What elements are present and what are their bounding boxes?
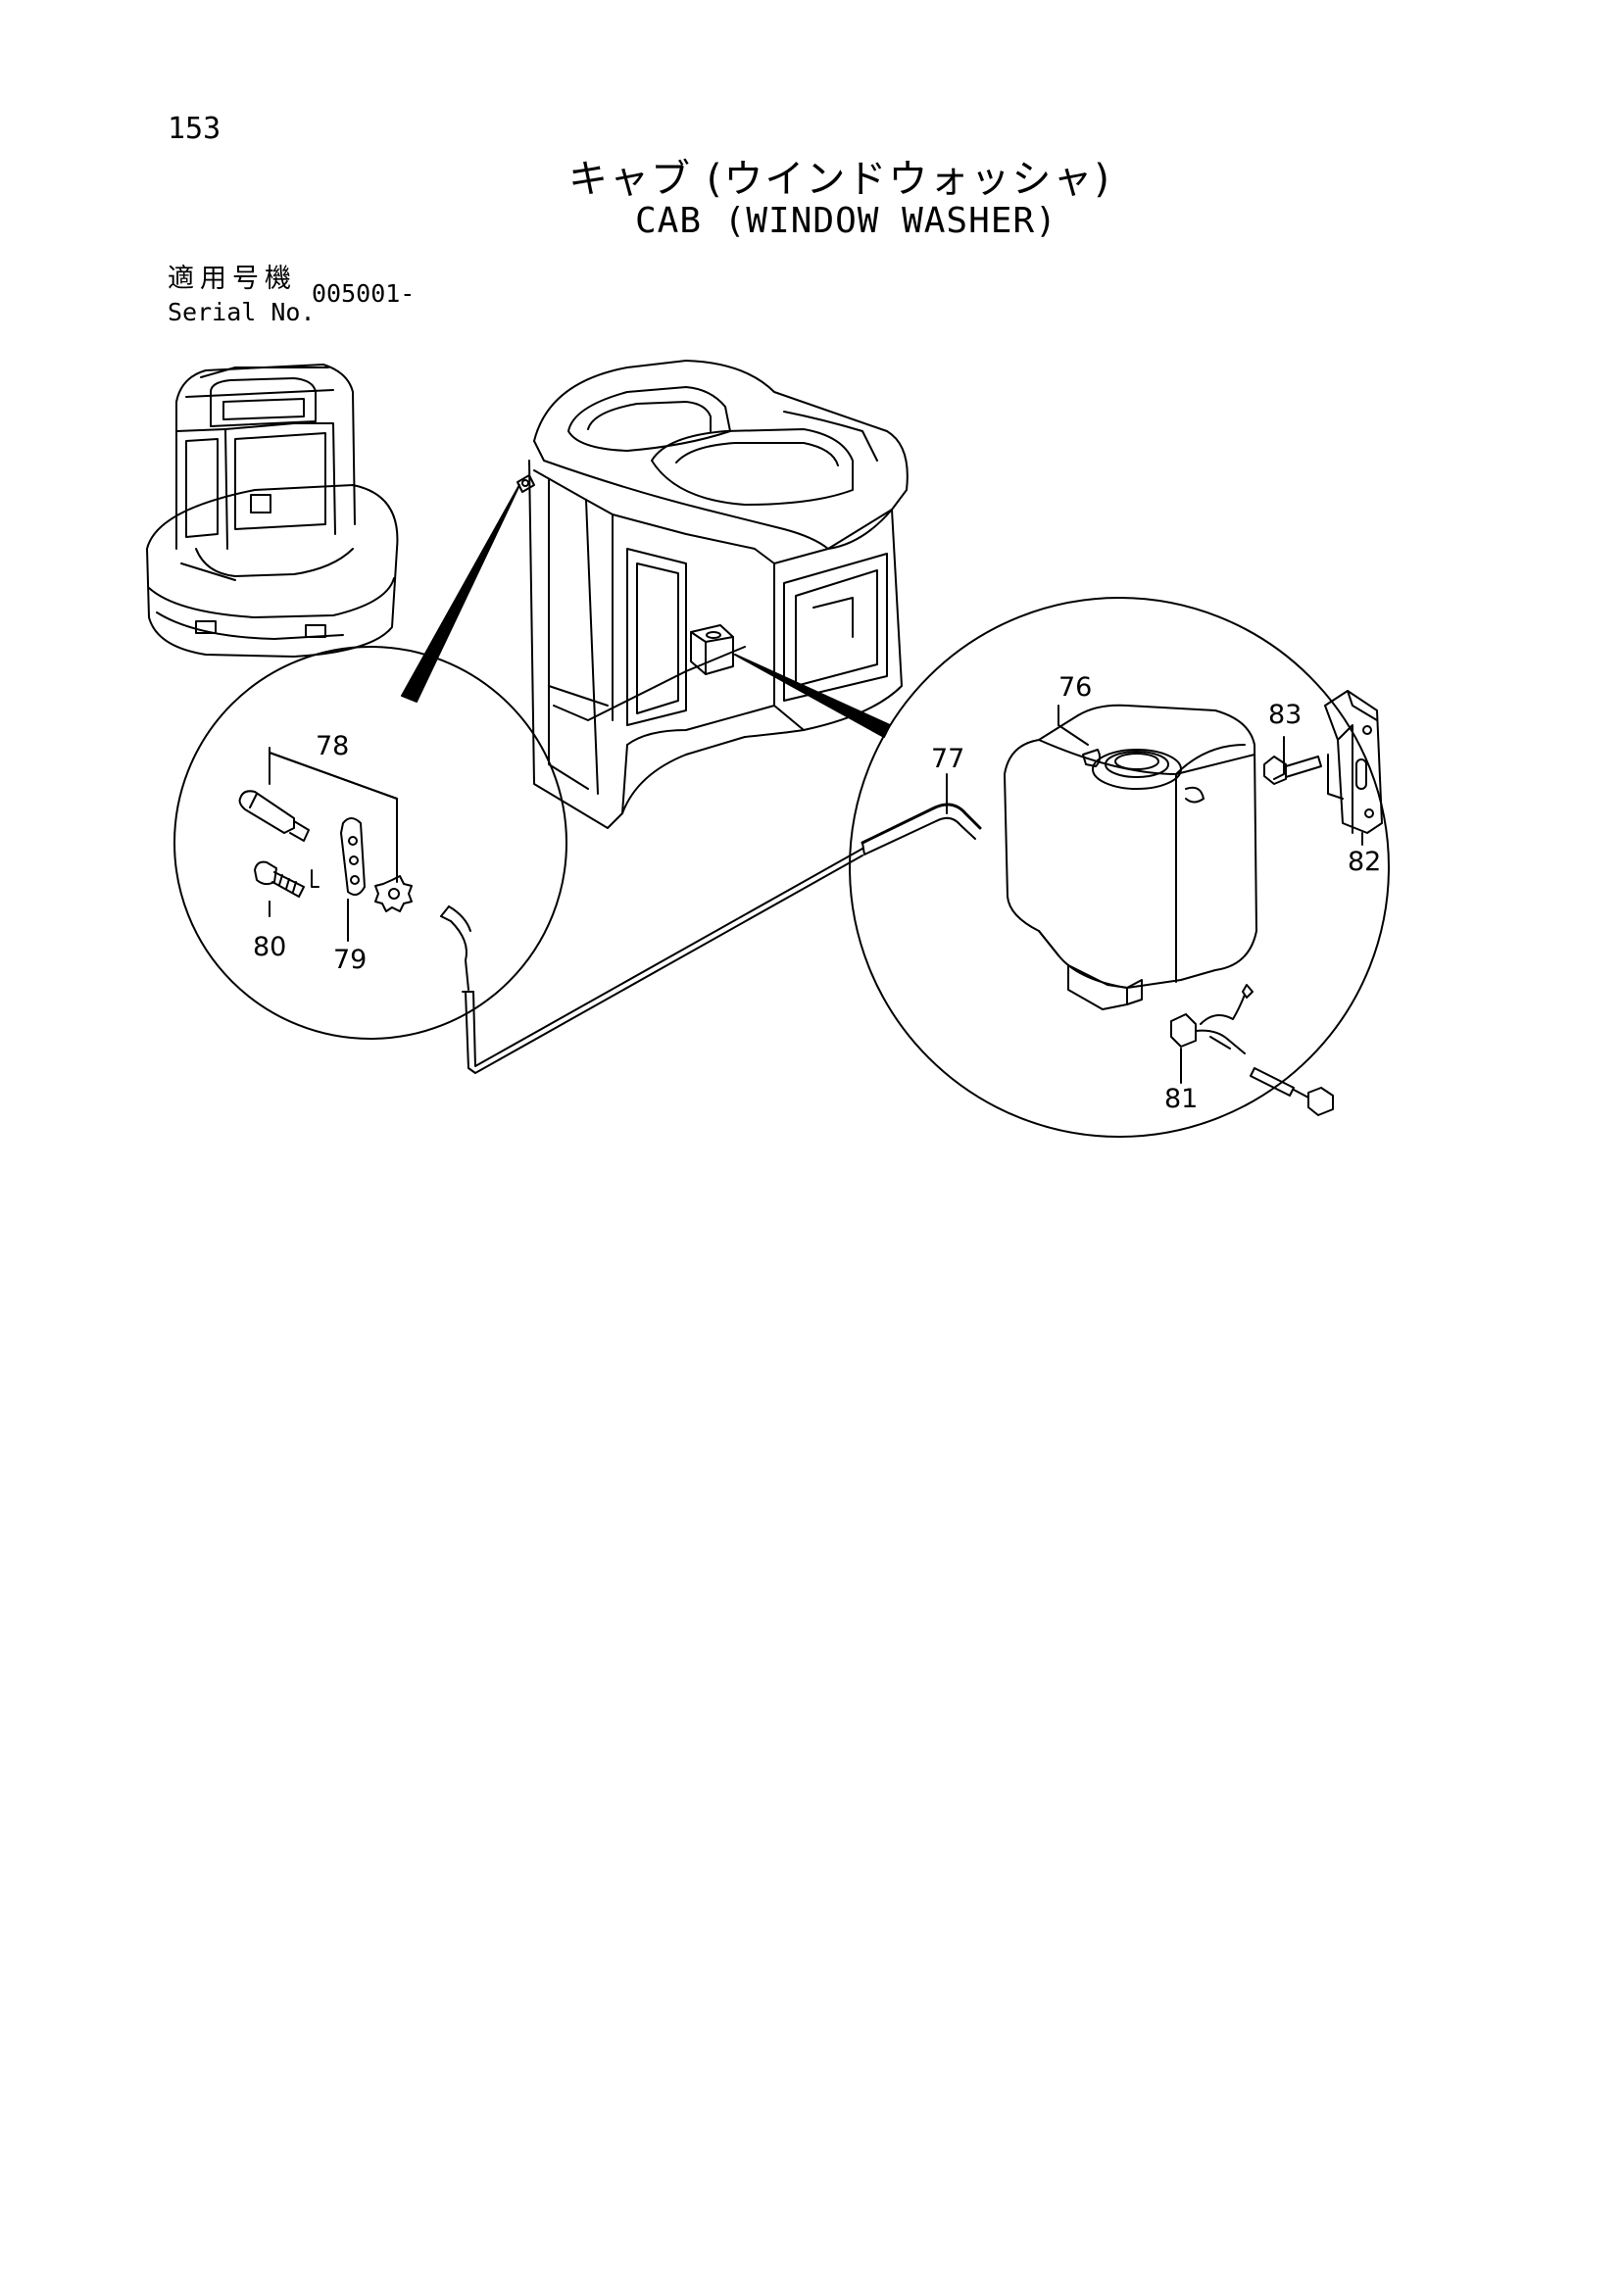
machine-overview-drawing — [146, 364, 399, 658]
page-title-japanese: キャブ (ウインドウォッシャ) — [568, 157, 1111, 202]
page-number: 153 — [168, 112, 221, 146]
serial-label-english: Serial No. — [168, 298, 316, 326]
callout-78: 78 — [316, 731, 349, 761]
washer-tank-parts — [861, 690, 1383, 1116]
callout-77: 77 — [931, 744, 964, 774]
serial-number-value: 005001- — [312, 279, 416, 308]
page-title-english: CAB (WINDOW WASHER) — [635, 201, 1057, 241]
cab-drawing — [516, 360, 909, 829]
detail-circle-tank — [849, 597, 1390, 1138]
serial-label-japanese: 適用号機 — [168, 264, 297, 294]
callout-79: 79 — [333, 945, 367, 975]
callout-81: 81 — [1164, 1084, 1198, 1114]
callout-leaders — [269, 705, 1363, 1084]
leader-wedge-left — [401, 484, 520, 703]
nozzle-parts — [238, 747, 413, 942]
callout-83: 83 — [1268, 700, 1302, 730]
callout-76: 76 — [1058, 672, 1092, 703]
callout-82: 82 — [1348, 847, 1381, 877]
callout-80: 80 — [253, 932, 286, 962]
detail-circle-nozzle — [173, 646, 567, 1040]
washer-hose — [440, 848, 863, 1074]
